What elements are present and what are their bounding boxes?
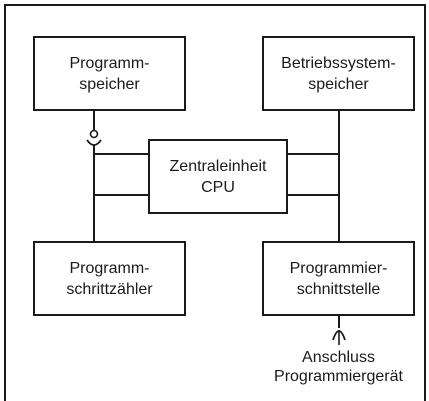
- programmspeicher-label-line-1: Programm-: [69, 54, 150, 72]
- plug-arc-icon: [86, 139, 102, 146]
- outer-frame: [4, 4, 426, 401]
- programmierschnittstelle-box: Programmier- schnittstelle: [262, 241, 415, 316]
- programmschrittzaehler-label-line-1: Programm-: [69, 259, 150, 277]
- programmschrittzaehler-label-line-2: schrittzähler: [66, 280, 153, 298]
- programmierschnittstelle-label-line-2: schnittstelle: [296, 280, 381, 298]
- programmspeicher-label-line-2: speicher: [79, 75, 140, 93]
- cpu-label-line-2: CPU: [201, 178, 235, 196]
- cpu-box: Zentraleinheit CPU: [148, 139, 288, 214]
- programmschrittzaehler-box: Programm- schrittzähler: [33, 241, 186, 316]
- betriebssystemspeicher-box: Betriebssystem- speicher: [262, 36, 415, 111]
- connector-label-line-2: Programmiergerät: [274, 368, 403, 385]
- programmierschnittstelle-label-line-1: Programmier-: [289, 259, 388, 277]
- plug-socket-icon: [89, 129, 99, 139]
- connector-label: Anschluss Programmiergerät: [262, 348, 415, 386]
- cpu-label-line-1: Zentraleinheit: [169, 157, 267, 175]
- connector-label-line-1: Anschluss: [302, 349, 375, 366]
- programmspeicher-box: Programm- speicher: [33, 36, 186, 111]
- betriebssystemspeicher-label-line-1: Betriebssystem-: [281, 54, 396, 72]
- betriebssystemspeicher-label-line-2: speicher: [308, 75, 369, 93]
